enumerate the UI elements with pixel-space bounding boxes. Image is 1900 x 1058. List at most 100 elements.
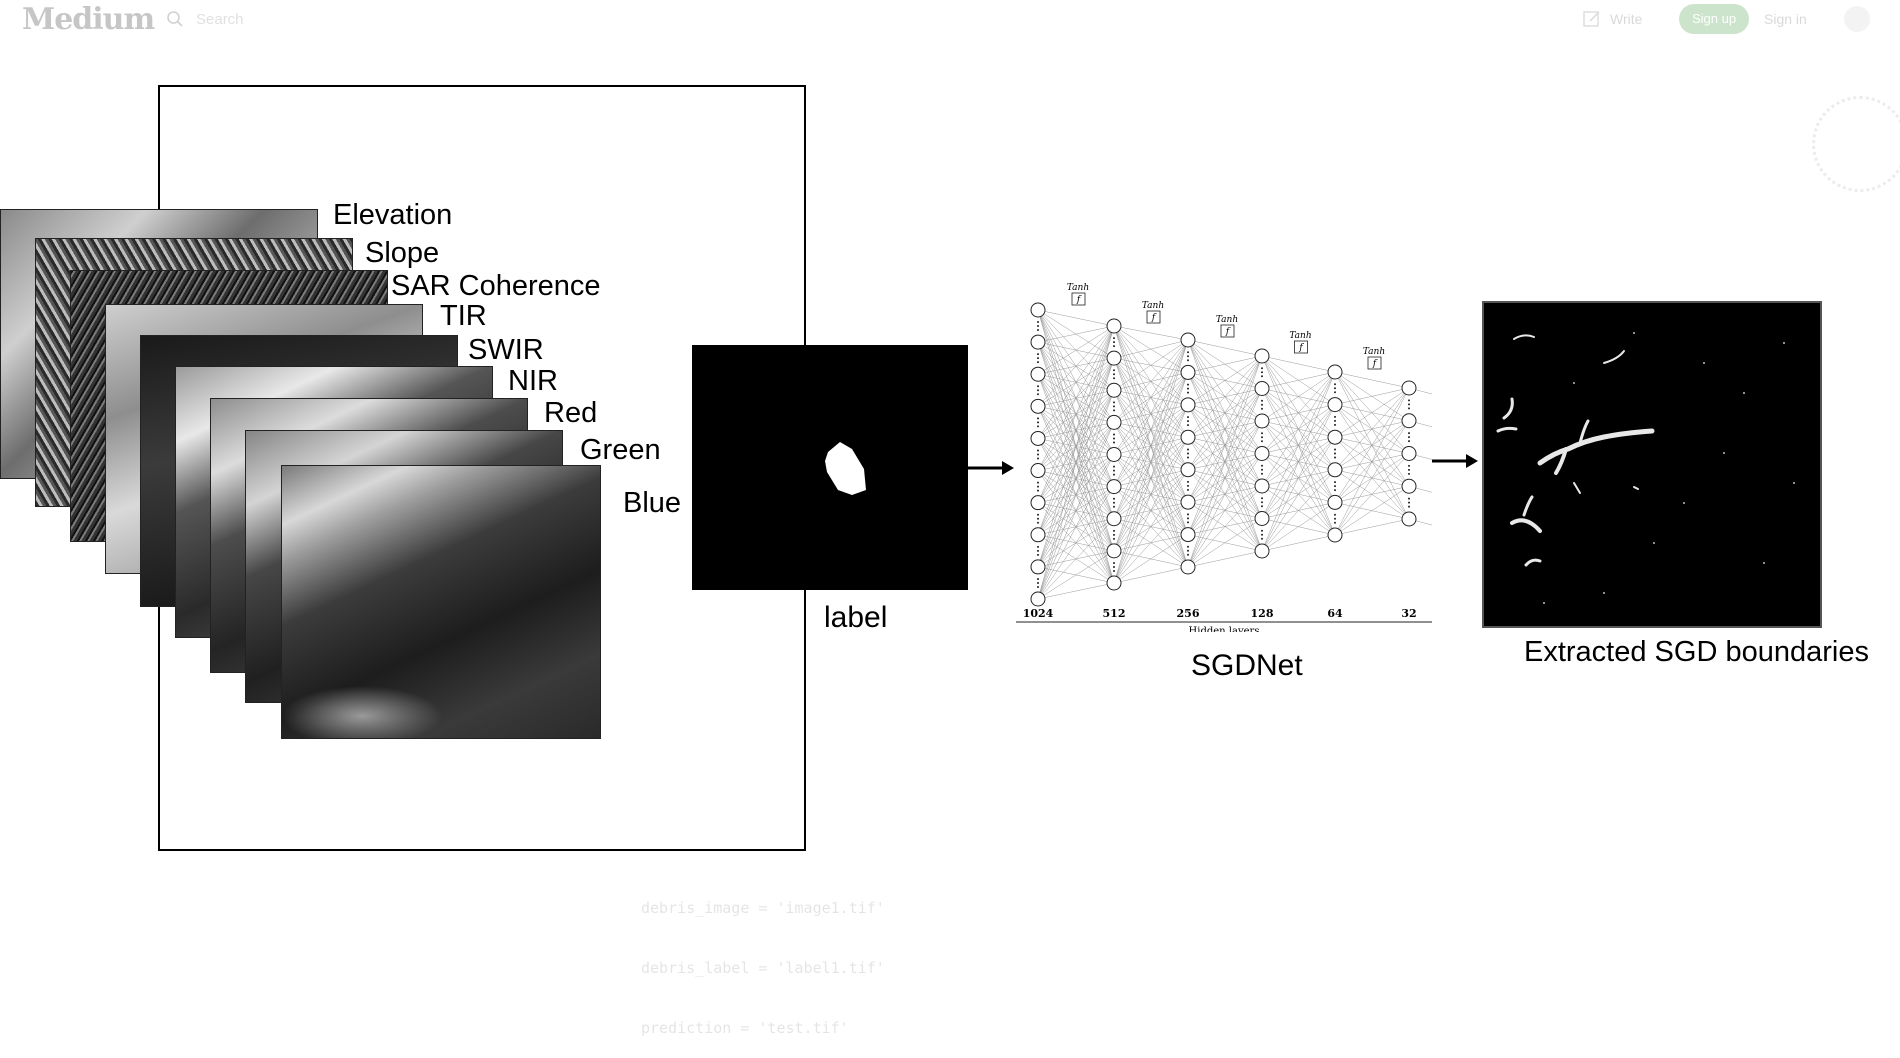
ellipsis-dot [1334,387,1336,390]
ellipsis-dot [1113,501,1115,504]
network-node [1106,479,1122,495]
ellipsis-dot [1113,565,1115,568]
ellipsis-dot [1113,569,1115,572]
ellipsis-dot [1408,432,1410,435]
network-node [1180,494,1196,510]
ellipsis-dot [1113,437,1115,440]
ellipsis-dot [1261,432,1263,435]
ellipsis-dot [1187,359,1189,362]
ellipsis-dot [1408,472,1410,475]
ellipsis-dot [1261,529,1263,532]
network-node [1030,302,1046,318]
search-input[interactable]: Search [196,11,244,28]
ellipsis-dot [1113,497,1115,500]
pencil-icon [1583,11,1600,27]
network-node [1030,366,1046,382]
ellipsis-dot [1037,553,1039,556]
activation-symbol: f [1151,313,1157,323]
ellipsis-dot [1113,441,1115,444]
ellipsis-dot [1037,393,1039,396]
network-node [1106,414,1122,430]
network-node [1254,413,1270,429]
output-caption: Extracted SGD boundaries [1524,636,1869,668]
site-header: Medium Search Write Sign up Sign in [0,0,1900,40]
ellipsis-dot [1187,448,1189,451]
ellipsis-dot [1261,497,1263,500]
network-node [1401,446,1417,461]
network-node [1030,334,1046,350]
ellipsis-dot [1037,449,1039,452]
network-node [1106,382,1122,398]
network-node [1254,446,1270,461]
ellipsis-dot [1187,553,1189,556]
activation-box [1220,324,1235,338]
layer-label-nir: NIR [508,365,558,397]
network-node [1106,543,1122,559]
network-node [1180,559,1196,575]
ellipsis-dot [1408,436,1410,439]
ellipsis-dot [1261,468,1263,471]
ellipsis-dot [1261,537,1263,540]
network-node [1180,527,1196,543]
arrow-right-icon [968,461,1014,475]
network-node [1180,332,1196,348]
ellipsis-dot [1187,355,1189,358]
activation-symbol: f [1372,359,1378,369]
sign-up-button[interactable]: Sign up [1679,4,1749,34]
network-node [1254,478,1270,494]
network-connections [1037,309,1433,600]
ellipsis-dot [1261,399,1263,402]
network-node [1106,575,1122,591]
network-node [1106,447,1122,462]
ellipsis-dot [1187,424,1189,427]
ellipsis-dot [1261,505,1263,508]
ellipsis-dot [1113,529,1115,532]
write-button[interactable]: Write [1582,9,1642,29]
layer-label-blue: Blue [623,487,682,519]
network-node [1327,429,1343,445]
network-node [1106,511,1122,527]
layer-label-swir: SWIR [468,334,544,366]
decorative-circle [1812,96,1900,192]
ellipsis-dot [1261,440,1263,443]
ellipsis-dot [1334,448,1336,451]
avatar-icon[interactable] [1844,6,1870,32]
ellipsis-dot [1037,521,1039,524]
network-node [1327,364,1343,380]
ellipsis-dot [1408,407,1410,410]
ellipsis-dot [1187,521,1189,524]
ellipsis-dot [1334,517,1336,520]
ellipsis-dot [1334,489,1336,492]
ellipsis-dot [1261,472,1263,475]
label-mask-image [692,345,968,590]
activation-symbol: f [1225,327,1231,337]
ellipsis-dot [1113,433,1115,436]
hidden-layers-label: Hidden layers [1189,626,1260,632]
ellipsis-dot [1037,425,1039,428]
network-node [1401,478,1417,494]
network-node [1030,430,1046,446]
layer-label-green: Green [580,434,661,466]
ellipsis-dot [1261,501,1263,504]
network-node [1030,559,1046,575]
ellipsis-dot [1187,549,1189,552]
ellipsis-dot [1113,401,1115,404]
ellipsis-dot [1261,436,1263,439]
ellipsis-dot [1334,485,1336,488]
ellipsis-dot [1187,452,1189,455]
ellipsis-dot [1408,464,1410,467]
sgdnet-caption: SGDNet [1191,649,1303,682]
ellipsis-dot [1187,488,1189,491]
background-code-snippet: debris_image = 'image1.tif' debris_label… [641,858,885,1058]
network-node [1106,318,1122,334]
sign-in-link[interactable]: Sign in [1764,11,1807,27]
ellipsis-dot [1037,457,1039,460]
activation-box [1367,356,1382,370]
ellipsis-dot [1113,341,1115,344]
network-node [1030,591,1046,607]
ellipsis-dot [1334,521,1336,524]
ellipsis-dot [1037,361,1039,364]
ellipsis-dot [1334,391,1336,394]
search-icon[interactable] [166,10,184,28]
medium-logo[interactable]: Medium [22,2,155,37]
